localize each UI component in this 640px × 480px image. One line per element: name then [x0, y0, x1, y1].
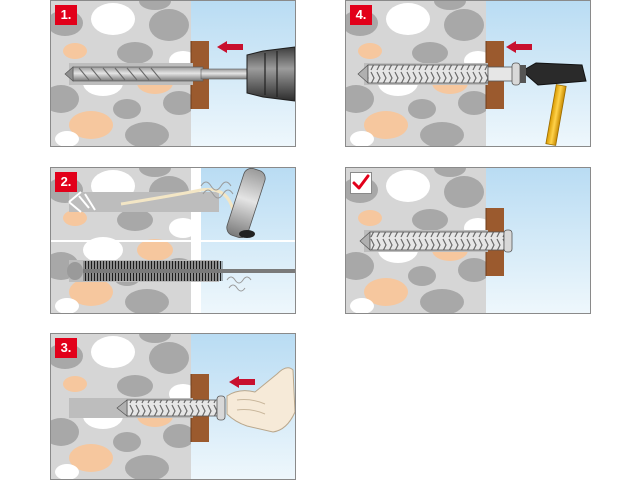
drill-hole-upper	[69, 192, 219, 212]
step-number-badge: 1.	[55, 5, 77, 25]
push-arrow-icon	[506, 41, 532, 53]
step-4-hammer-panel: 4.	[345, 0, 591, 147]
step-2-clean-panel: 2.	[50, 167, 296, 314]
step-3-insert-panel: 3.	[50, 333, 296, 480]
step-1-drill-panel: 1.	[50, 0, 296, 147]
hammer-icon	[520, 62, 587, 146]
frame-anchor-icon	[357, 62, 521, 86]
dust-icon	[200, 181, 234, 199]
step-number-badge: 3.	[55, 338, 77, 358]
step-done-panel	[345, 167, 591, 314]
installed-anchor-icon	[359, 229, 513, 253]
push-arrow-icon	[217, 41, 243, 53]
blow-pump-icon	[68, 168, 266, 239]
drill-bit-icon	[64, 66, 252, 82]
push-arrow-icon	[229, 376, 255, 388]
checkmark-icon	[350, 172, 372, 194]
dust-icon	[226, 276, 252, 292]
step-number-badge: 4.	[350, 5, 372, 25]
hand-icon	[226, 367, 295, 433]
drill-chuck-icon	[246, 46, 295, 102]
cleaning-brush-icon	[67, 261, 295, 281]
step-number-badge: 2.	[55, 172, 77, 192]
frame-anchor-icon	[116, 395, 226, 421]
